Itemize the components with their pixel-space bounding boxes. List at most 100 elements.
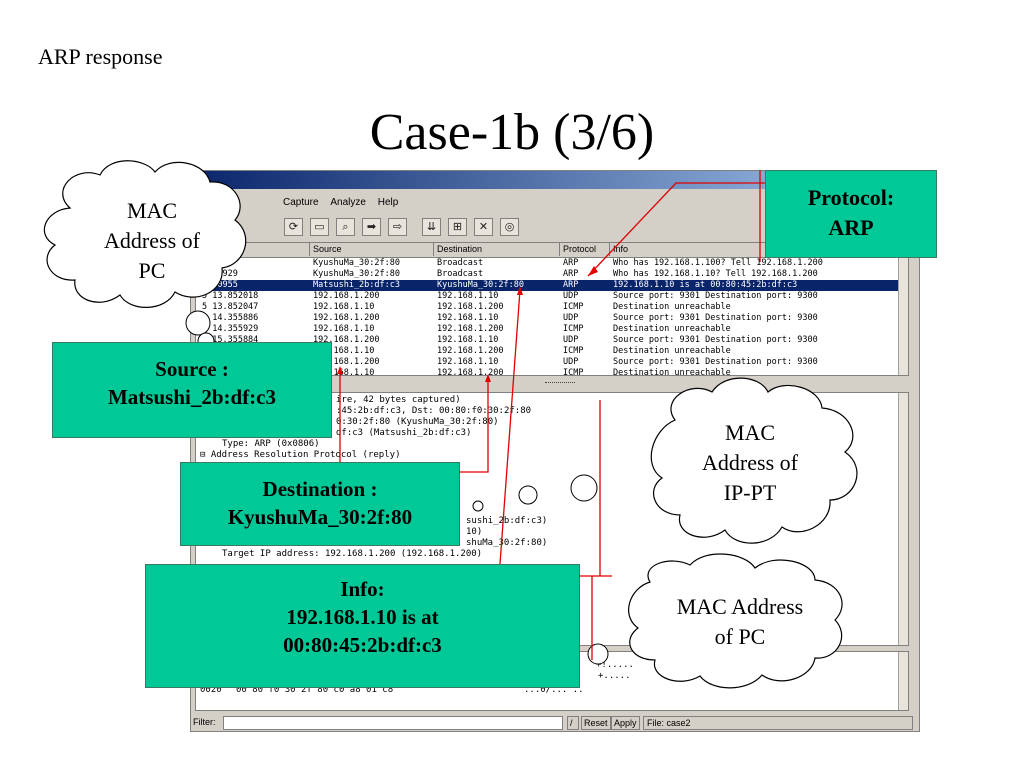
arrow-heads xyxy=(337,266,598,382)
packet-cell-destination: 192.168.1.200 xyxy=(437,346,504,356)
packet-cell-info: Source port: 9301 Destination port: 9300 xyxy=(613,313,818,323)
packet-cell-protocol: UDP xyxy=(563,357,579,367)
arrow-lines xyxy=(339,170,765,660)
callout-destination: Destination : KyushuMa_30:2f:80 xyxy=(180,462,460,546)
packet-cell-info: Source port: 9301 Destination port: 9300 xyxy=(613,291,818,301)
apply-button[interactable]: Apply xyxy=(611,716,640,730)
find-icon[interactable]: ⌕ xyxy=(336,218,355,236)
column-header-info[interactable]: Info xyxy=(613,244,629,254)
packet-cell-destination: 192.168.1.10 xyxy=(437,335,499,345)
detail-line[interactable]: shuMa_30:2f:80) xyxy=(466,538,548,548)
packet-cell-source: 192.168.1.200 xyxy=(313,335,380,345)
packet-cell-time: 7 14.355929 xyxy=(202,324,259,334)
hex-offset: 0020 xyxy=(200,685,222,695)
hex-ascii: +..... xyxy=(598,671,631,681)
detail-line-arp[interactable]: ⊟ Address Resolution Protocol (reply) xyxy=(200,450,401,460)
packet-cell-destination: 192.168.1.10 xyxy=(437,291,499,301)
packet-cell-time: 5 13.852047 xyxy=(202,302,259,312)
packet-cell-protocol: ICMP xyxy=(563,302,584,312)
callout-text: Source : xyxy=(155,357,229,381)
column-header-protocol[interactable]: Protocol xyxy=(560,243,610,256)
detail-line[interactable]: Type: ARP (0x0806) xyxy=(222,439,320,449)
thought-bubble xyxy=(587,643,609,665)
packet-cell-source: KyushuMa_30:2f:80 xyxy=(313,258,400,268)
callout-text: 192.168.1.10 is at xyxy=(286,605,439,629)
callout-text: Destination : xyxy=(262,477,378,501)
callout-text: Matsushi_2b:df:c3 xyxy=(107,385,276,409)
cloud-mac-address-pc: MAC Address of PC xyxy=(72,196,232,286)
packet-cell-destination: 192.168.1.200 xyxy=(437,324,504,334)
packet-cell-source: Matsushi_2b:df:c3 xyxy=(313,280,400,290)
preferences-icon[interactable]: ✕ xyxy=(474,218,493,236)
filter-bar: Filter: / Reset Apply File: case2 xyxy=(191,715,919,731)
menu-analyze[interactable]: Analyze xyxy=(330,197,366,208)
cloud-mac-address-pc-bottom: MAC Address of PC xyxy=(650,592,830,652)
packet-cell-info: Who has 192.168.1.10? Tell 192.168.1.200 xyxy=(613,269,818,279)
packet-cell-source: 192.168.1.10 xyxy=(313,346,375,356)
window-titlebar[interactable] xyxy=(191,171,919,189)
column-header-time[interactable] xyxy=(196,243,310,256)
menu-help[interactable]: Help xyxy=(377,197,399,208)
detail-line[interactable]: 10) xyxy=(466,527,483,537)
packet-list-scrollbar[interactable] xyxy=(898,243,908,375)
packet-cell-time: 8 15.355884 xyxy=(202,335,259,345)
column-header-destination[interactable]: Destination xyxy=(434,243,560,256)
packet-cell-info: Destination unreachable xyxy=(613,346,731,356)
reload-icon[interactable]: ⟳ xyxy=(284,218,303,236)
callout-text: KyushuMa_30:2f:80 xyxy=(227,505,413,529)
detail-line[interactable]: sushi_2b:df:c3) xyxy=(466,516,548,526)
packet-cell-protocol: ICMP xyxy=(563,368,584,376)
packet-cell-protocol: ARP xyxy=(563,269,579,279)
toolbar: ⟳ ▭ ⌕ ➡ ⇨ ⇊ ⊞ ✕ ◎ xyxy=(211,217,522,241)
cloud-text-line: MAC xyxy=(126,198,178,223)
packet-cell-protocol: ARP xyxy=(563,280,579,290)
hex-bytes: 00 80 f0 30 2f 80 c0 a8 01 c8 xyxy=(236,685,394,695)
cloud-text-line: MAC xyxy=(724,420,776,445)
filter-input[interactable] xyxy=(223,716,563,730)
menu-bar: Capture Analyze Help xyxy=(191,197,919,215)
thought-bubble xyxy=(185,310,211,336)
cloud-text-line: Address of xyxy=(104,228,200,253)
callout-text: 00:80:45:2b:df:c3 xyxy=(283,633,442,657)
thought-bubble xyxy=(472,500,484,512)
callout-protocol: Protocol: ARP xyxy=(765,170,937,258)
filter-icon[interactable]: ⇊ xyxy=(422,218,441,236)
go-to-first-icon[interactable]: ⇨ xyxy=(388,218,407,236)
detail-line[interactable]: 0:30:2f:80 (KyushuMa_30:2f:80) xyxy=(336,417,499,427)
coloring-icon[interactable]: ⊞ xyxy=(448,218,467,236)
cloud-text-line: IP-PT xyxy=(723,480,777,505)
detail-scrollbar[interactable] xyxy=(898,393,908,645)
print-icon[interactable]: ▭ xyxy=(310,218,329,236)
pane-splitter[interactable] xyxy=(195,378,909,390)
packet-cell-protocol: ARP xyxy=(563,258,579,268)
filter-edit-button[interactable]: / xyxy=(567,716,579,730)
callout-info: Info: 192.168.1.10 is at 00:80:45:2b:df:… xyxy=(145,564,580,688)
packet-cell-destination: Broadcast xyxy=(437,269,484,279)
help-icon[interactable]: ◎ xyxy=(500,218,519,236)
detail-line[interactable]: ire, 42 bytes captured) xyxy=(336,395,461,405)
detail-line[interactable]: Target IP address: 192.168.1.200 (192.16… xyxy=(222,549,483,559)
packet-cell-protocol: UDP xyxy=(563,335,579,345)
detail-line[interactable]: :45:2b:df:c3, Dst: 00:80:f0:30:2f:80 xyxy=(336,406,532,416)
reset-button[interactable]: Reset xyxy=(581,716,611,730)
menu-capture[interactable]: Capture xyxy=(283,197,319,208)
detail-line[interactable]: df:c3 (Matsushi_2b:df:c3) xyxy=(336,428,472,438)
column-header-source[interactable]: Source xyxy=(310,243,434,256)
go-to-icon[interactable]: ➡ xyxy=(362,218,381,236)
packet-cell-destination: 192.168.1.10 xyxy=(437,357,499,367)
packet-cell-protocol: UDP xyxy=(563,291,579,301)
hex-scrollbar[interactable] xyxy=(898,652,908,710)
packet-cell-info: Destination unreachable xyxy=(613,302,731,312)
packet-list[interactable]: Source Destination Protocol Info …00Kyus… xyxy=(195,242,909,376)
thought-bubble xyxy=(570,474,598,502)
